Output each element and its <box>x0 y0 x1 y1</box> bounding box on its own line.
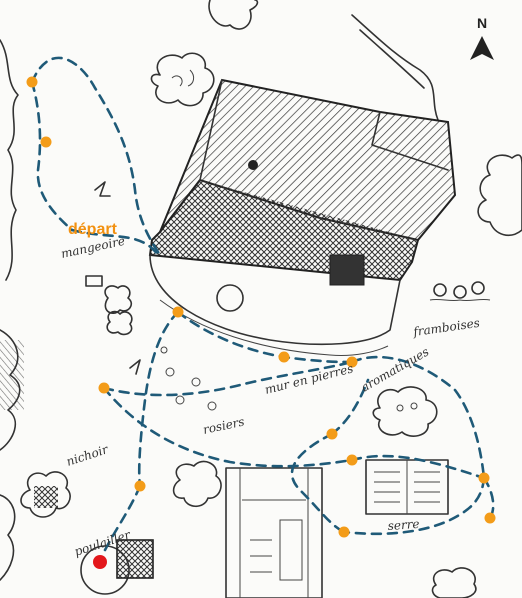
left-hedge <box>0 39 24 581</box>
aromatic-plants <box>372 386 438 437</box>
birdhouse-icon <box>20 471 71 518</box>
bush-icon <box>104 285 133 336</box>
stop-point <box>346 356 358 368</box>
route-stops <box>26 76 496 538</box>
stop-point <box>40 136 52 148</box>
north-label: N <box>477 15 487 31</box>
tree-icon <box>208 0 259 30</box>
bird-icon <box>94 181 141 375</box>
stop-point <box>338 526 350 538</box>
stream <box>351 14 439 121</box>
rose-icon <box>160 346 217 411</box>
stop-point <box>326 428 338 440</box>
stop-point <box>346 454 358 466</box>
stop-point <box>172 306 184 318</box>
label-serre: serre <box>387 517 420 533</box>
label-rosiers: rosiers <box>202 415 246 437</box>
stop-point <box>26 76 38 88</box>
henhouse-icon <box>80 539 154 595</box>
bush-icon <box>431 567 477 598</box>
vegetable-plots <box>225 467 323 598</box>
feeder-icon <box>85 275 103 287</box>
label-mur-en-pierres: mur en pierres <box>263 361 354 397</box>
tree-icon <box>477 154 522 237</box>
stop-point <box>478 472 490 484</box>
you-are-here-marker <box>93 555 107 569</box>
stop-point <box>278 351 290 363</box>
stop-point <box>134 480 146 492</box>
house <box>148 78 457 356</box>
bush-icon <box>172 460 222 508</box>
stop-point <box>98 382 110 394</box>
greenhouse-icon <box>365 459 449 515</box>
label-framboises: framboises <box>411 316 480 339</box>
north-arrow-icon: N <box>470 15 494 60</box>
start-label: départ <box>68 221 118 238</box>
tree-icon <box>150 52 215 107</box>
stop-point <box>484 512 496 524</box>
route-path <box>30 56 495 554</box>
label-nichoir: nichoir <box>65 442 111 469</box>
raspberry-icon <box>429 281 491 302</box>
